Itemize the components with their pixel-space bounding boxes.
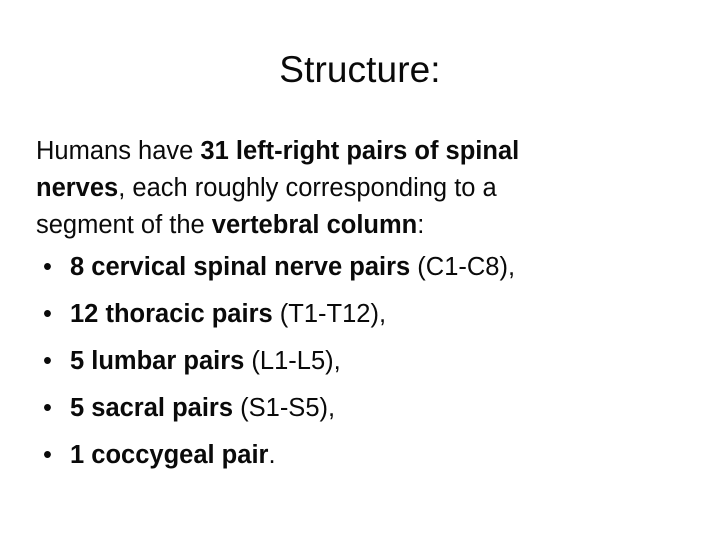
paragraph-segment-4: : [417, 211, 425, 239]
list-item: • 8 cervical spinal nerve pairs (C1-C8), [36, 244, 684, 291]
bullet-dot-icon: • [43, 394, 52, 422]
list-item-text: 5 lumbar pairs (L1-L5), [70, 347, 341, 375]
bullet-dot-icon: • [43, 441, 52, 469]
bullet-dot-icon: • [43, 347, 52, 375]
bullet-dot-icon: • [43, 300, 52, 328]
list-item-bold: 1 coccygeal pair [70, 441, 269, 469]
list-item: • 5 lumbar pairs (L1-L5), [36, 338, 684, 385]
list-item-plain: . [268, 441, 276, 469]
bullet-dot-icon: • [43, 253, 52, 281]
list-item-bold: 5 lumbar pairs [70, 347, 245, 375]
list-item-text: 5 sacral pairs (S1-S5), [70, 394, 335, 422]
list-item-bold: 8 cervical spinal nerve pairs [70, 253, 411, 281]
list-item-text: 8 cervical spinal nerve pairs (C1-C8), [70, 253, 515, 281]
list-item-plain: (S1-S5), [233, 394, 336, 422]
page-title: Structure: [279, 49, 441, 90]
slide-body: Humans have 31 left-right pairs of spina… [36, 133, 684, 479]
list-item: • 1 coccygeal pair. [36, 432, 684, 479]
paragraph-segment-0: Humans have [36, 137, 201, 165]
list-item-plain: (C1-C8), [410, 253, 516, 281]
list-item-text: 1 coccygeal pair. [70, 441, 276, 469]
list-item-plain: (L1-L5), [244, 347, 341, 375]
list-item-bold: 12 thoracic pairs [70, 300, 273, 328]
paragraph-segment-2: , each roughly corresponding to a segmen… [36, 174, 497, 239]
list-item: • 5 sacral pairs (S1-S5), [36, 385, 684, 432]
spinal-nerve-bullet-list: • 8 cervical spinal nerve pairs (C1-C8),… [36, 244, 684, 479]
paragraph-segment-1: 31 left-right pairs of spinal nerves [36, 137, 520, 202]
list-item: • 12 thoracic pairs (T1-T12), [36, 291, 684, 338]
intro-paragraph: Humans have 31 left-right pairs of spina… [36, 133, 596, 244]
list-item-plain: (T1-T12), [272, 300, 387, 328]
paragraph-segment-3: vertebral column [211, 211, 418, 239]
list-item-text: 12 thoracic pairs (T1-T12), [70, 300, 386, 328]
list-item-bold: 5 sacral pairs [70, 394, 234, 422]
